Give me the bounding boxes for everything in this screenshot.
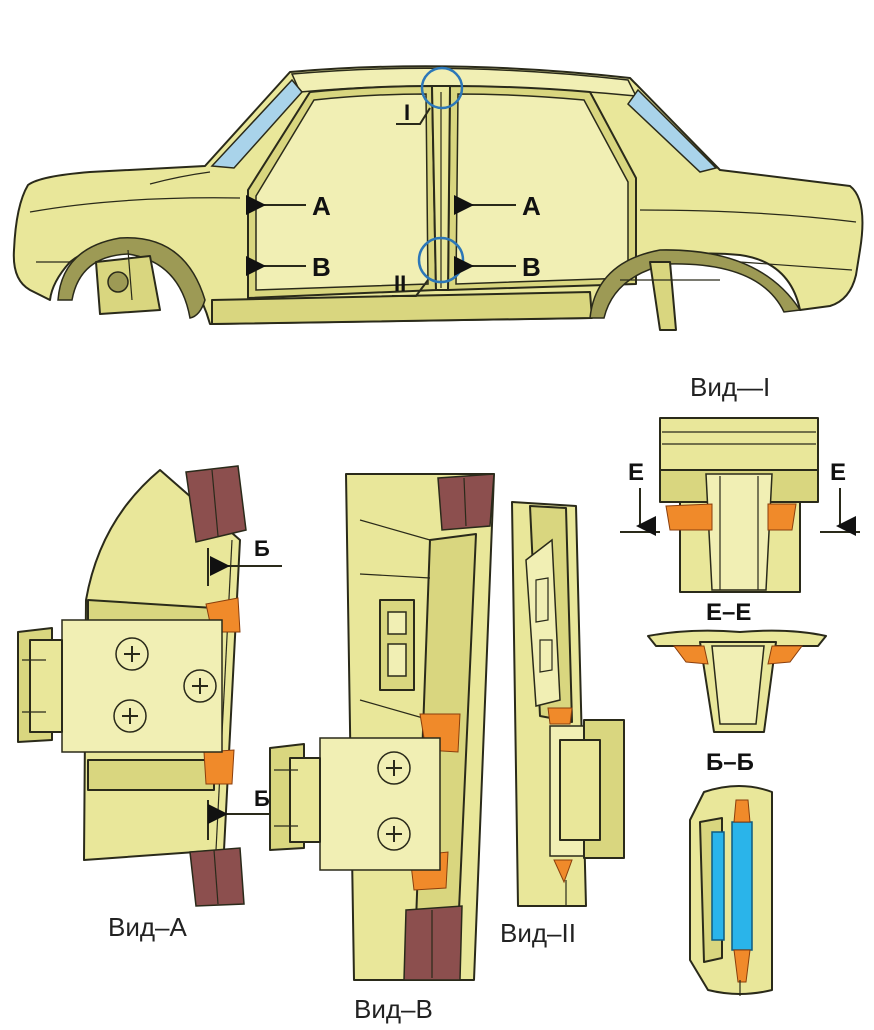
section-BB-spacer-left <box>711 831 725 941</box>
view-A-label-b-bottom: Б <box>254 786 270 811</box>
view-B-detail <box>269 473 495 981</box>
view-A-title: Вид–A <box>108 912 187 942</box>
section-BB-weld-top <box>733 799 751 823</box>
label-A-front: A <box>312 191 331 221</box>
view-A-seal-top <box>185 465 247 543</box>
view-A-detail: Б Б <box>17 465 282 907</box>
leader-I <box>396 107 431 125</box>
label-B-rear: B <box>522 252 541 282</box>
view-I-label-e-right: E <box>830 459 846 486</box>
view-A-screw-1 <box>115 637 149 671</box>
view-I-weld-left <box>665 503 713 531</box>
front-door-aperture <box>255 93 429 291</box>
view-II-weld <box>547 707 573 725</box>
view-I-detail: E E <box>620 417 860 593</box>
view-B-seal-top <box>437 473 495 531</box>
section-EE-flange <box>647 629 827 647</box>
label-I: I <box>404 100 410 125</box>
section-BB-detail <box>689 785 773 996</box>
view-A-label-b-top: Б <box>254 536 270 561</box>
leader-II <box>392 279 429 297</box>
view-B-screw-1 <box>377 751 411 785</box>
view-B-hinge-leaf <box>319 737 441 871</box>
view-B-seal-bottom <box>403 905 463 981</box>
rear-window-glass <box>627 88 718 173</box>
view-A-screw-3 <box>113 699 147 733</box>
view-I-label-e-left: E <box>628 459 644 486</box>
section-BB-title: Б–Б <box>706 749 754 776</box>
view-A-weld-bottom <box>203 749 235 785</box>
rear-door-aperture <box>455 93 629 285</box>
view-B-title: Вид–B <box>354 994 433 1024</box>
section-EE-detail <box>647 629 827 733</box>
label-II: II <box>394 271 406 296</box>
car-body-side-view <box>12 65 864 331</box>
section-EE-weld-left <box>673 645 709 665</box>
view-A-seal-bottom <box>189 847 245 907</box>
section-EE-weld-right <box>767 645 803 665</box>
view-II-title: Вид–II <box>500 918 576 948</box>
front-wheel-arch <box>57 237 206 319</box>
view-A-screw-2 <box>183 669 217 703</box>
section-EE-title: E–E <box>706 599 751 626</box>
windscreen-glass <box>210 78 303 169</box>
view-B-screw-2 <box>377 817 411 851</box>
section-BB-spacer-right <box>731 821 753 951</box>
view-I-title: Вид—I <box>690 372 770 402</box>
callout-circle-I <box>420 66 464 110</box>
rear-wheel-arch <box>589 249 802 319</box>
label-A-rear: A <box>522 191 541 221</box>
view-II-weld-bottom <box>553 859 573 884</box>
section-BB-weld-bottom <box>733 949 751 983</box>
view-II-detail <box>511 501 625 907</box>
view-I-weld-right <box>767 503 797 531</box>
label-B-front: B <box>312 252 331 282</box>
